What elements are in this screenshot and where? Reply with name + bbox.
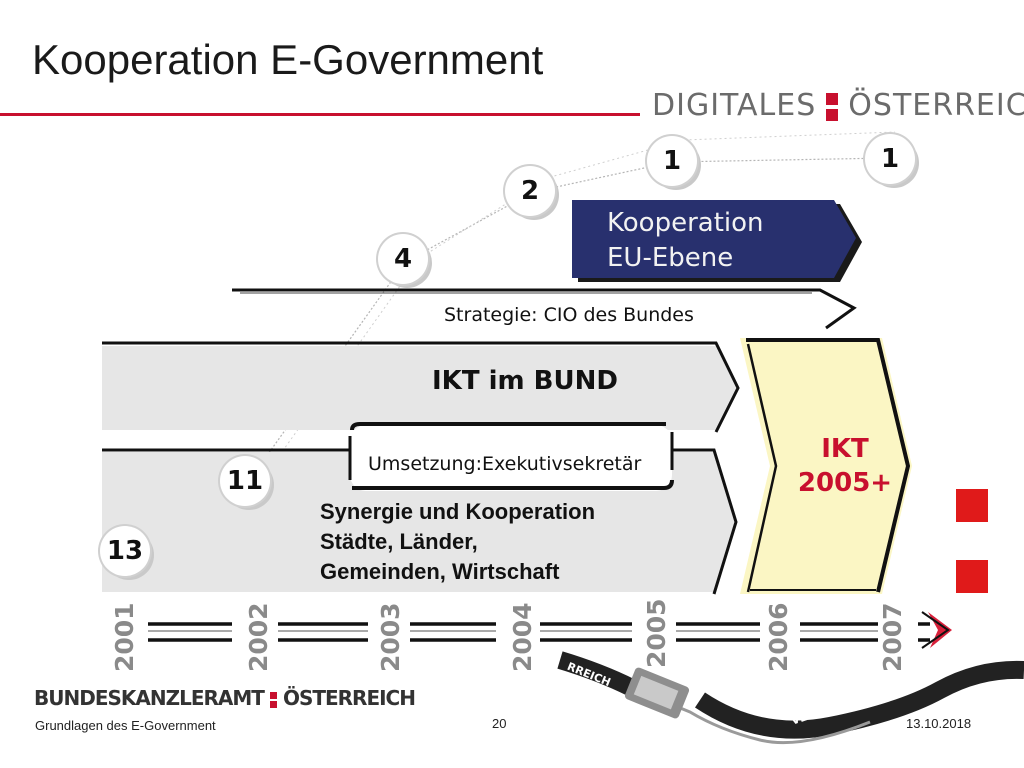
kooperation-line: Kooperation <box>607 208 764 238</box>
year-label: 2004 <box>508 602 537 672</box>
timeline-track <box>148 622 930 642</box>
count-badge: 1 <box>647 136 697 186</box>
count-badge: 2 <box>505 166 555 216</box>
synergie-line: Städte, Länder, <box>320 529 478 554</box>
kooperation-label: Kooperation EU-Ebene <box>607 206 764 276</box>
ikt-2005-line: IKT <box>821 434 869 464</box>
ikt-2005-line: 2005+ <box>797 468 893 498</box>
year-label: 2006 <box>764 602 793 672</box>
red-square-icon <box>956 560 988 593</box>
title-underline <box>0 113 640 116</box>
year-label: 2003 <box>376 602 405 672</box>
footer-date: 13.10.2018 <box>906 716 972 731</box>
ikt-2005-arrow <box>740 338 912 594</box>
umsetzung-banner <box>348 422 674 491</box>
count-badge: 4 <box>378 234 428 284</box>
ikt-2005-label: IKT 2005+ <box>780 432 910 500</box>
year-label: 2002 <box>244 602 273 672</box>
ikt-bund-arrow <box>102 341 740 433</box>
bka-right: ÖSTERREICH <box>282 686 416 710</box>
umsetzung-label: Umsetzung:Exekutivsekretär <box>368 453 642 475</box>
ikt-bund-label: IKT im BUND <box>432 366 618 396</box>
brand-separator-icon <box>826 89 839 125</box>
year-label: 2005 <box>642 598 671 668</box>
kooperation-arrow <box>572 200 862 282</box>
synergie-line: Synergie und Kooperation <box>320 499 596 524</box>
count-badge: 1 <box>865 134 915 184</box>
kooperation-line: EU-Ebene <box>607 243 734 273</box>
footer-title: Grundlagen des E-Government <box>35 718 216 733</box>
synergie-label: Synergie und Kooperation Städte, Länder,… <box>320 497 595 587</box>
synergie-line: Gemeinden, Wirtschaft <box>320 559 560 584</box>
count-badge: 11 <box>220 456 270 506</box>
timeline-arrowhead-icon <box>921 611 952 649</box>
brand-left: DIGITALES <box>652 88 817 123</box>
count-badge: 13 <box>100 526 150 576</box>
page-number: 20 <box>492 716 507 731</box>
year-label: 2007 <box>878 602 907 672</box>
year-label: 2001 <box>110 602 139 672</box>
brand-right: ÖSTERREICH <box>848 88 1024 123</box>
page-title: Kooperation E-Government <box>32 36 544 83</box>
strategie-arrow <box>232 288 857 330</box>
network-cable-icon <box>557 651 1024 745</box>
red-square-icon <box>956 489 988 522</box>
bka-separator-icon <box>269 690 277 710</box>
bundeskanzleramt-logo: BUNDESKANZLERAMT ÖSTERREICH <box>34 686 416 710</box>
strategie-label: Strategie: CIO des Bundes <box>444 304 694 326</box>
bka-left: BUNDESKANZLERAMT <box>34 686 265 710</box>
digitales-oesterreich-logo: DIGITALES ÖSTERREICH <box>652 88 1024 125</box>
